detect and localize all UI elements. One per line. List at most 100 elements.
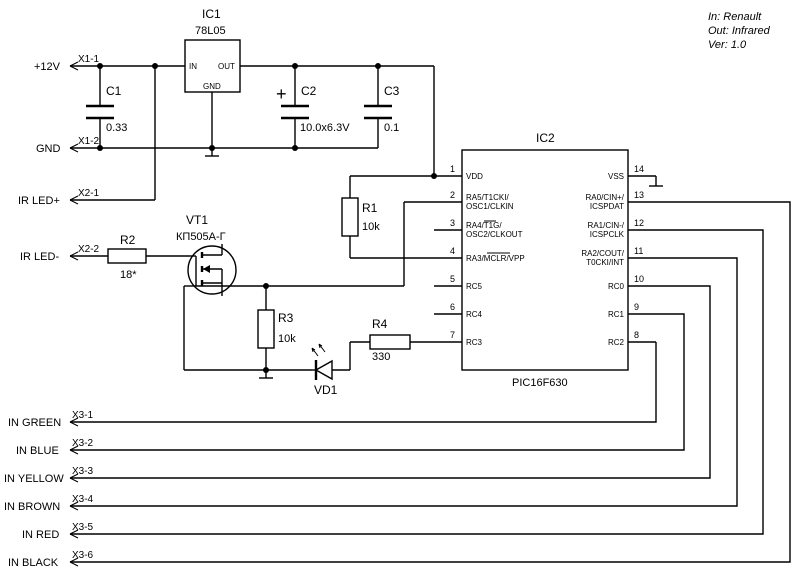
connector-arrows — [69, 61, 79, 567]
c2-polarity-plus: + — [276, 84, 287, 104]
ic2-pin-14-name: VSS — [608, 172, 624, 181]
vss-ground — [649, 176, 663, 187]
connector-ref-x3-3: X3-3 — [72, 466, 94, 477]
r1-ref: R1 — [362, 201, 378, 215]
ic2-pin-13-name: RA0/CIN+/ — [586, 193, 625, 202]
r2-ref: R2 — [120, 233, 136, 247]
capacitor-c3: C3 0.1 — [364, 84, 400, 134]
ic2-pin-2-num: 2 — [450, 190, 455, 200]
capacitor-c1: C1 0.33 — [86, 84, 127, 134]
ic2-ref: IC2 — [536, 131, 555, 145]
net-label-in-brown: IN BROWN — [4, 501, 60, 513]
ic1-ref: IC1 — [202, 7, 221, 21]
vt1-ref: VT1 — [186, 213, 208, 227]
ic2-pin-6-num: 6 — [450, 302, 455, 312]
info-line-3: Ver: 1.0 — [708, 39, 747, 51]
c3-ref: C3 — [384, 84, 400, 98]
ic2-pin-10-num: 10 — [634, 274, 644, 284]
ic2-pin-3-num: 3 — [450, 218, 455, 228]
resistor-r4: R4 330 — [350, 317, 462, 363]
r4-value: 330 — [372, 351, 390, 363]
net-label-in-yellow: IN YELLOW — [4, 473, 64, 485]
ic2-pin-2-name-line2: OSC1/CLKIN — [466, 202, 514, 211]
ic1-pin-out: OUT — [218, 62, 235, 71]
connector-ref-x2-2: X2-2 — [78, 244, 100, 255]
net-label-in-blue: IN BLUE — [16, 445, 59, 457]
wire-gate-net — [183, 201, 462, 370]
ic2-pin-5-name: RC5 — [466, 282, 483, 291]
resistor-r3: R3 10k — [257, 286, 296, 370]
net-label-ir-led-plus: IR LED+ — [18, 195, 60, 207]
ic2-pin-11-name-line2: T0CKI/INT — [586, 258, 624, 267]
connector-ref-x3-6: X3-6 — [72, 550, 94, 561]
capacitor-c2: + C2 10.0x6.3V — [276, 84, 350, 134]
ic2-pin-12-name: RA1/CIN-/ — [588, 221, 625, 230]
connector-ref-x1-1: X1-1 — [78, 54, 100, 65]
net-label-gnd: GND — [36, 143, 61, 155]
c1-ref: C1 — [106, 84, 122, 98]
connector-ref-x3-5: X3-5 — [72, 522, 94, 533]
ic2-pin-13-name-line2: ICSPDAT — [590, 202, 624, 211]
ic2-pin-11-name: RA2/COUT/ — [581, 249, 624, 258]
ic2-pin-9-name: RC1 — [608, 310, 625, 319]
ic2-pin-1-num: 1 — [450, 164, 455, 174]
r4-ref: R4 — [372, 317, 388, 331]
mosfet-vt1: VT1 КП505А-Г — [176, 213, 237, 296]
resistor-r2: R2 18* — [70, 233, 190, 281]
ic2-pin-14-num: 14 — [634, 164, 644, 174]
ic2-pin-7-name: RC3 — [466, 338, 483, 347]
wire-local-ground — [184, 369, 312, 379]
ic2-pin-3-name: RA4/T1G/ — [466, 221, 502, 230]
info-block: In: Renault Out: Infrared Ver: 1.0 — [708, 11, 771, 51]
net-label-in-black: IN BLACK — [8, 557, 59, 569]
vd1-ref: VD1 — [314, 383, 338, 397]
ic2-pin-7-num: 7 — [450, 330, 455, 340]
net-label-ir-led-minus: IR LED- — [20, 251, 59, 263]
ic2-pin-8-name: RC2 — [608, 338, 625, 347]
connector-ref-x3-4: X3-4 — [72, 494, 94, 505]
ic2-pin-12-num: 12 — [634, 218, 644, 228]
ic1-regulator: IC1 78L05 IN OUT GND — [184, 7, 241, 93]
ic2-microcontroller: IC2 PIC16F630 1 2 3 4 5 6 7 VDD RA5/T1CK… — [434, 131, 656, 389]
ic2-pin-12-name-line2: ICSPCLK — [590, 230, 625, 239]
vt1-part: КП505А-Г — [176, 231, 226, 243]
info-line-1: In: Renault — [708, 11, 762, 23]
r3-ref: R3 — [278, 311, 294, 325]
net-label-12v: +12V — [34, 61, 61, 73]
ic2-pin-10-name: RC0 — [608, 282, 625, 291]
ic1-part: 78L05 — [195, 25, 226, 37]
resistor-r1: R1 10k — [341, 175, 462, 259]
ic2-pin-4-num: 4 — [450, 246, 455, 256]
connector-ref-x3-1: X3-1 — [72, 410, 94, 421]
ic2-pin-11-num: 11 — [634, 246, 643, 256]
ic2-pin-8-num: 8 — [634, 330, 639, 340]
c3-value: 0.1 — [384, 122, 399, 134]
c2-ref: C2 — [301, 84, 317, 98]
ic2-pin-9-num: 9 — [634, 302, 639, 312]
ic2-pin-13-num: 13 — [634, 190, 644, 200]
ic2-pin-3-name-line2: OSC2/CLKOUT — [466, 230, 523, 239]
ic2-pin-4-name: RA3/MCLR/VPP — [466, 254, 525, 263]
connector-ref-x3-2: X3-2 — [72, 438, 94, 449]
ic2-pin-2-name: RA5/T1CKI/ — [466, 193, 509, 202]
r3-value: 10k — [278, 333, 296, 345]
ic2-pin-5-num: 5 — [450, 274, 455, 284]
net-label-in-green: IN GREEN — [8, 417, 61, 429]
ic2-pin-1-name: VDD — [466, 172, 483, 181]
ic2-pin-6-name: RC4 — [466, 310, 483, 319]
c2-value: 10.0x6.3V — [300, 122, 350, 134]
connector-ref-x1-2: X1-2 — [78, 136, 100, 147]
input-wires — [70, 201, 791, 563]
led-vd1: VD1 — [311, 342, 351, 397]
r1-value: 10k — [362, 221, 380, 233]
connector-labels: +12V X1-1 GND X1-2 IR LED+ X2-1 IR LED- … — [4, 54, 100, 569]
r2-value: 18* — [120, 269, 137, 281]
net-label-in-red: IN RED — [22, 529, 59, 541]
c1-value: 0.33 — [106, 122, 127, 134]
info-line-2: Out: Infrared — [708, 25, 771, 37]
ic1-pin-gnd: GND — [203, 82, 221, 91]
connector-ref-x2-1: X2-1 — [78, 188, 100, 199]
ic1-pin-in: IN — [189, 62, 197, 71]
ic2-part: PIC16F630 — [512, 377, 568, 389]
